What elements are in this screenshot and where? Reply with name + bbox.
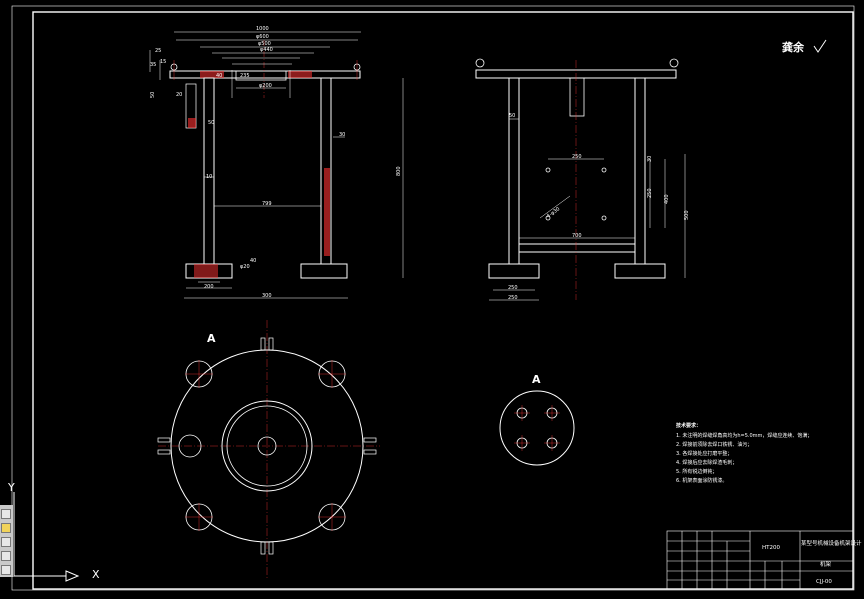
right-leg-hatch (324, 168, 330, 256)
tech-req-item: 2. 焊接前须除去焊口铁锈、油污； (676, 441, 752, 448)
dim-1000: 1000 (256, 26, 269, 32)
technical-requirements: 技术要求： 1. 未注明的焊缝焊角高均为h=5.0mm，焊缝应连续、饱满； 2.… (676, 422, 812, 484)
dim-phi200: φ200 (259, 83, 272, 89)
top-plate (169, 70, 361, 79)
tech-req-item: 3. 各焊接处应打磨平整； (676, 450, 732, 457)
ucs-x-label: X (92, 568, 100, 581)
dim-40b: 40 (250, 258, 256, 264)
side-right-leg (634, 77, 646, 265)
drawing-number: CJJ-00 (816, 579, 832, 585)
side-dim-250d: 250 (508, 295, 518, 301)
check-mark-icon (813, 39, 827, 53)
section-a-view: A (157, 320, 380, 580)
side-left-foot (488, 263, 540, 279)
side-left-leg (508, 77, 520, 265)
title-block-text: HT200 某型号机械设备机架设计 机架 CJJ-00 (762, 539, 862, 585)
side-dim-250b: 250 (647, 188, 653, 198)
left-leg (203, 77, 215, 265)
toolbar-button[interactable] (1, 565, 11, 575)
detail-a-view: A (499, 373, 575, 466)
dim-300: 300 (262, 293, 272, 299)
dim-30: 30 (339, 132, 345, 138)
side-view: 50 250 30 250 400 500 700 4-φ30 250 250 (475, 58, 690, 301)
top-plate-hatch-right (288, 71, 312, 78)
drawing-border-outer (11, 5, 855, 591)
side-dim-250c: 250 (508, 285, 518, 291)
dim-25: 25 (155, 48, 161, 54)
side-dim-250: 250 (572, 154, 582, 160)
part-name: 机架 (820, 560, 832, 568)
side-dim-50: 50 (509, 113, 515, 119)
dim-200: 200 (204, 284, 214, 290)
dim-799: 799 (262, 201, 272, 207)
material: HT200 (762, 545, 780, 551)
dim-20: 20 (176, 92, 182, 98)
dim-50b: 50 (208, 120, 214, 126)
project-name: 某型号机械设备机架设计 (801, 539, 862, 547)
tech-req-title: 技术要求： (676, 422, 701, 429)
detail-a-label: A (532, 373, 541, 386)
dim-40: 40 (216, 73, 222, 79)
drawing-border-inner (32, 11, 854, 590)
ucs-y-label: Y (8, 481, 15, 494)
front-view: 1000 φ600 φ500 φ440 φ200 40 235 50 20 25… (149, 26, 404, 299)
toolbar-button[interactable] (1, 537, 11, 547)
dim-15: 15 (160, 59, 166, 65)
dim-phi500: φ500 (258, 41, 271, 47)
boss-outer (221, 400, 313, 492)
outer-plate (170, 349, 364, 543)
title-block (666, 530, 854, 590)
tech-req-item: 4. 焊接后应去除焊渣毛刺； (676, 459, 737, 466)
center-boss (235, 70, 287, 81)
side-dim-700: 700 (572, 233, 582, 239)
signature: 龚余 (782, 40, 805, 54)
dim-235: 235 (240, 73, 250, 79)
detail-bolt-circle (499, 390, 575, 466)
dim-35: 35 (150, 62, 156, 68)
toolbar-button[interactable] (1, 509, 11, 519)
status-bar (0, 592, 864, 599)
top-plate-hatch-left (200, 71, 224, 78)
section-a-label: A (207, 332, 216, 345)
dim-800: 800 (396, 166, 402, 176)
side-right-foot (614, 263, 666, 279)
dim-10: 10 (206, 174, 212, 180)
side-dim-400: 400 (664, 194, 670, 204)
boss-inner (226, 405, 308, 487)
side-hole-pattern (545, 167, 607, 221)
side-dim-30: 30 (647, 156, 653, 162)
tech-req-item: 6. 机架表面涂防锈漆。 (676, 477, 727, 484)
dim-phi20: φ20 (240, 264, 250, 270)
toolbar-button[interactable] (1, 551, 11, 561)
center-hole (257, 436, 277, 456)
tech-req-item: 5. 所有锐边倒钝； (676, 468, 717, 475)
lug-hole-left (178, 434, 202, 458)
ucs-icon (13, 492, 80, 582)
tech-req-item: 1. 未注明的焊缝焊角高均为h=5.0mm，焊缝应连续、饱满； (676, 432, 812, 439)
side-dim-4phi30: 4-φ30 (546, 206, 561, 219)
left-toolbar (0, 505, 14, 577)
dim-phi600: φ600 (256, 34, 269, 40)
right-foot (300, 263, 348, 279)
side-dim-500: 500 (684, 210, 690, 220)
toolbar-button[interactable] (1, 523, 11, 533)
dim-phi440: φ440 (260, 47, 273, 53)
dim-50: 50 (150, 92, 156, 98)
